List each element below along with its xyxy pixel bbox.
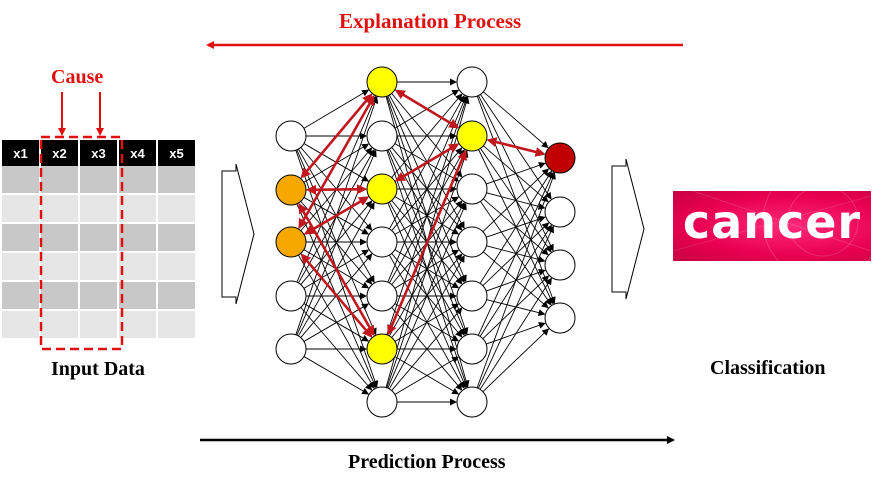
neuron-node (275, 174, 307, 206)
column-header-x5: x5 (157, 140, 197, 166)
explanation-path (305, 184, 368, 195)
connection-line (482, 328, 550, 392)
neuron-node (275, 333, 307, 365)
explanation-path (303, 196, 370, 235)
connection-line (391, 93, 463, 178)
neuron-node (456, 173, 488, 205)
neuron-node (366, 386, 398, 418)
explanation-path (394, 89, 460, 129)
neuron-node (366, 66, 398, 98)
neuron-node (456, 386, 488, 418)
input-data-label: Input Data (51, 358, 145, 380)
neuron-node (456, 120, 488, 152)
table-row (2, 252, 197, 282)
table-row (2, 281, 197, 311)
neuron-node (544, 249, 576, 281)
column-header-x4: x4 (118, 140, 158, 166)
neuron-node (366, 226, 398, 258)
input-flow-arrow (221, 163, 255, 305)
explanation-process-label: Explanation Process (339, 9, 522, 33)
neuron-node (544, 142, 576, 174)
connection-line (479, 277, 552, 390)
classification-label: Classification (710, 357, 826, 379)
neuron-node (366, 333, 398, 365)
connection-line (394, 356, 460, 395)
connection-line (476, 172, 556, 389)
neuron-node (275, 120, 307, 152)
cancer-background-pattern (673, 191, 871, 261)
neuron-node (456, 280, 488, 312)
neuron-node (544, 196, 576, 228)
prediction-process-label: Prediction Process (348, 451, 506, 473)
neuron-node (275, 280, 307, 312)
connection-line (477, 225, 554, 389)
input-data-table: x1 x2 x3 x4 x5 (2, 140, 197, 340)
neuron-node (456, 226, 488, 258)
explanation-paths (298, 89, 546, 338)
table-row (2, 310, 197, 340)
cause-label: Cause (51, 66, 104, 88)
explanation-path (486, 137, 546, 157)
connection-line (485, 162, 546, 185)
neuron-node (366, 120, 398, 152)
network-nodes (275, 66, 576, 418)
explanation-path (300, 253, 373, 338)
connection-line (303, 356, 370, 395)
neuron-node (366, 173, 398, 205)
explanation-path (387, 149, 467, 336)
table-header-row: x1 x2 x3 x4 x5 (2, 140, 197, 166)
cancer-word: cancer (682, 195, 862, 249)
cancer-output-image: cancer (673, 191, 871, 261)
output-flow-arrow (611, 158, 645, 300)
column-header-x1: x1 (2, 140, 41, 166)
connection-line (477, 171, 554, 336)
neuron-node (456, 66, 488, 98)
connection-line (298, 254, 375, 389)
connection-line (479, 170, 552, 284)
connection-line (486, 245, 546, 263)
column-header-x2: x2 (40, 140, 80, 166)
network-connections (295, 78, 556, 406)
neuron-node (456, 333, 488, 365)
neuron-node (275, 226, 307, 258)
neuron-node (366, 280, 398, 312)
connection-line (482, 168, 550, 232)
table-row (2, 223, 197, 253)
explanation-path (298, 95, 375, 229)
table-row (2, 166, 197, 195)
connection-line (478, 95, 554, 252)
cause-dashed-box (39, 135, 124, 351)
column-header-x3: x3 (79, 140, 119, 166)
neuron-node (544, 302, 576, 334)
table-row (2, 194, 197, 224)
